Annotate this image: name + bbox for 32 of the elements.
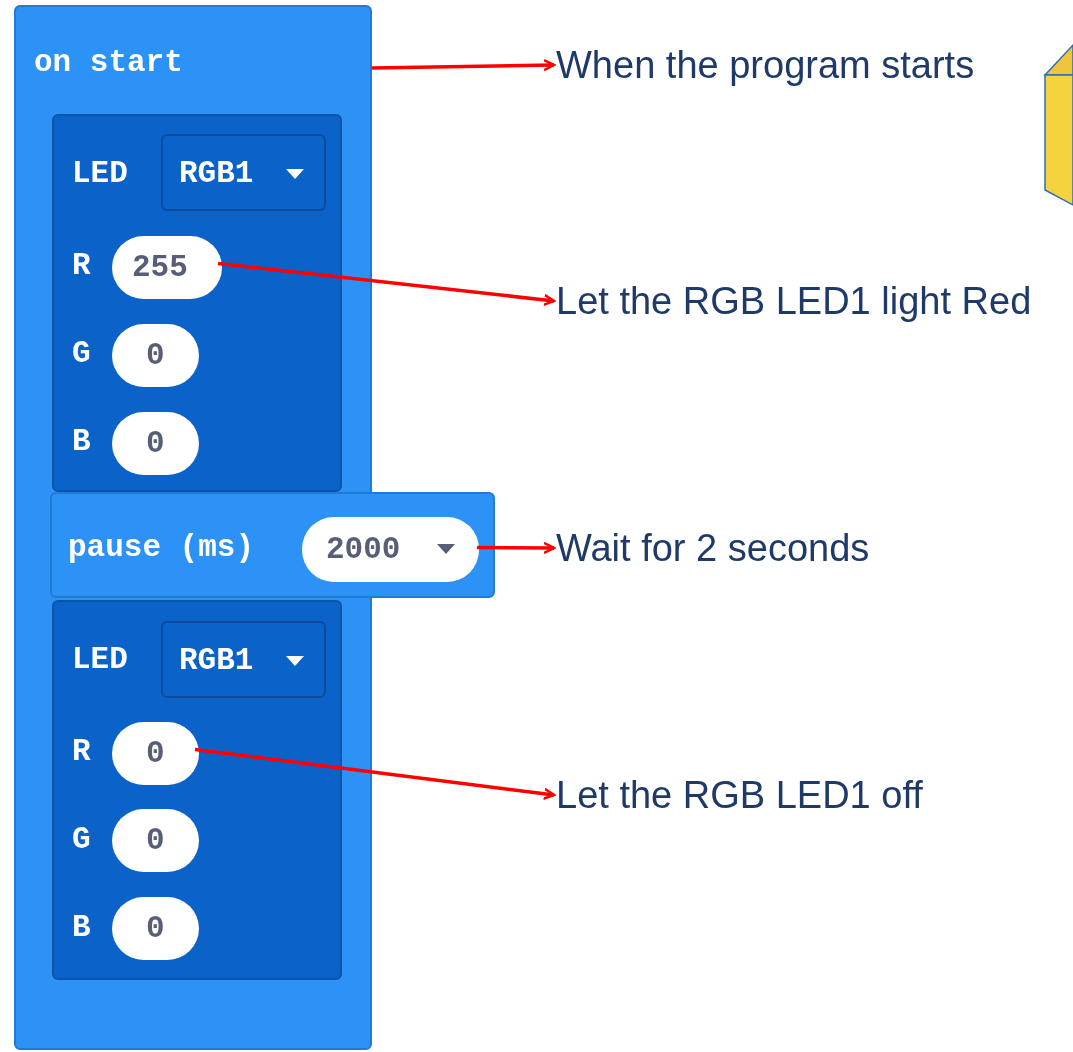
- number-value: 0: [146, 911, 165, 947]
- number-value: 0: [146, 736, 165, 772]
- pause-block: [50, 492, 495, 598]
- annotation-text: Let the RGB LED1 light Red: [556, 279, 1032, 323]
- number-value: 2000: [326, 532, 401, 568]
- dropdown-field: [161, 621, 326, 698]
- dropdown-field: [161, 134, 326, 211]
- block-label: G: [72, 822, 91, 858]
- block-label: R: [72, 248, 91, 284]
- annotation-text: When the program starts: [556, 43, 975, 87]
- dropdown-value: RGB1: [179, 156, 254, 192]
- arrow: [371, 58, 556, 72]
- number-value: 0: [146, 338, 165, 374]
- block-label: R: [72, 734, 91, 770]
- number-value: 0: [146, 823, 165, 859]
- annotation-text: Wait for 2 seconds: [556, 526, 870, 570]
- block-label: G: [72, 336, 91, 372]
- block-label: on start: [34, 45, 183, 81]
- block-label: B: [72, 910, 91, 946]
- block-label: LED: [72, 156, 128, 192]
- arrow: [194, 747, 556, 800]
- dropdown-value: RGB1: [179, 643, 254, 679]
- annotation-text: Let the RGB LED1 off: [556, 773, 923, 817]
- block-label: pause (ms): [68, 530, 255, 566]
- number-value: 255: [132, 250, 188, 286]
- arrow: [217, 261, 556, 307]
- arrow: [477, 541, 556, 555]
- led-block: [52, 600, 342, 980]
- led-block: [52, 114, 342, 492]
- number-value: 0: [146, 426, 165, 462]
- block-label: B: [72, 424, 91, 460]
- block-label: LED: [72, 642, 128, 678]
